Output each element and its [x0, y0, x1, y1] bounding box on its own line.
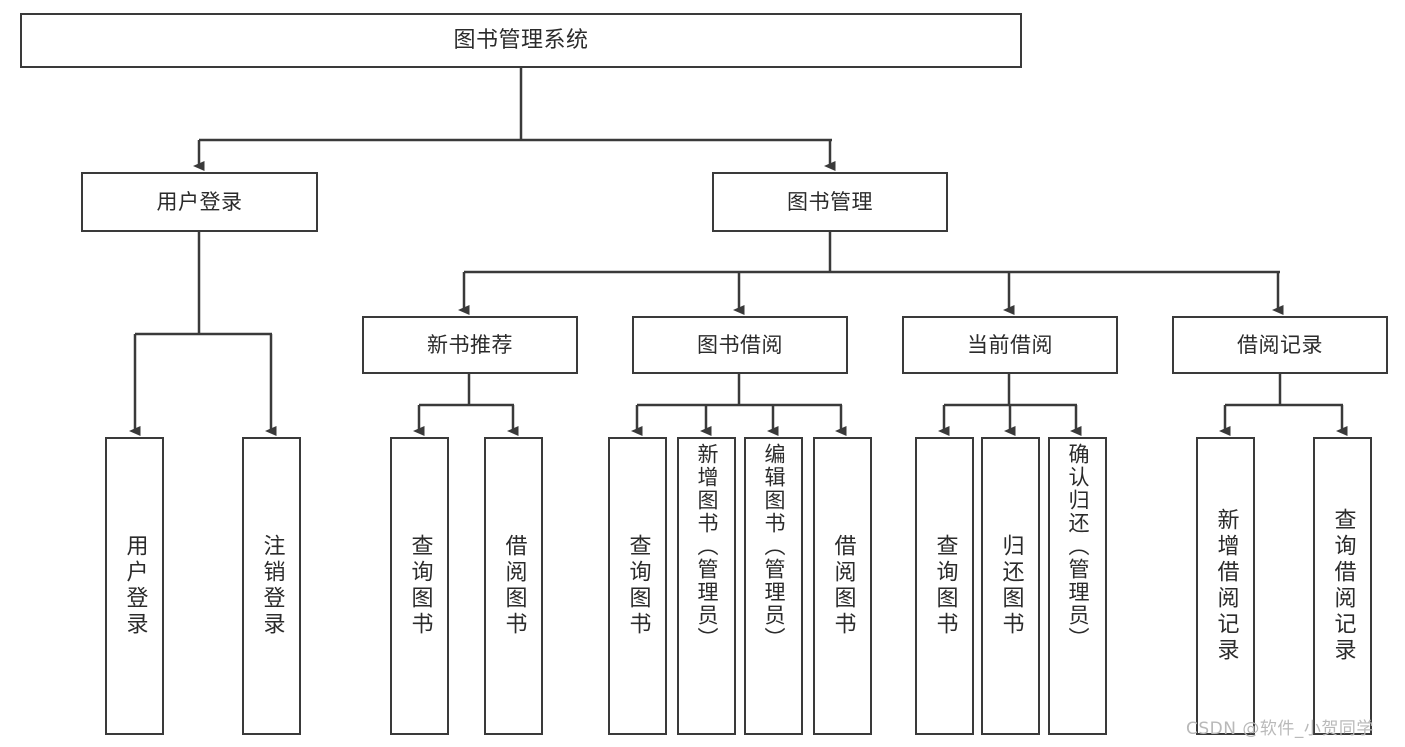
node-user-login[interactable]: 用户登录: [81, 172, 318, 232]
node-leaf-logout-label: 注销登录: [259, 534, 285, 638]
node-leaf-query-book-borrow[interactable]: 查询图书: [608, 437, 667, 735]
node-leaf-add-book-admin[interactable]: 新增图书（管理员）: [677, 437, 736, 735]
node-leaf-query-book-current-label: 查询图书: [932, 534, 958, 638]
node-leaf-add-book-admin-label: 新增图书（管理员）: [695, 443, 719, 650]
node-root-label: 图书管理系统: [453, 27, 589, 53]
node-leaf-confirm-return-admin-label: 确认归还（管理员）: [1066, 443, 1090, 650]
node-leaf-query-book-borrow-label: 查询图书: [625, 534, 651, 638]
node-book-management[interactable]: 图书管理: [712, 172, 948, 232]
node-leaf-query-borrow-record[interactable]: 查询借阅记录: [1313, 437, 1372, 735]
node-leaf-borrow-book-recommend[interactable]: 借阅图书: [484, 437, 543, 735]
node-new-book-recommend[interactable]: 新书推荐: [362, 316, 578, 374]
node-leaf-logout[interactable]: 注销登录: [242, 437, 301, 735]
node-leaf-add-borrow-record-label: 新增借阅记录: [1213, 508, 1239, 664]
node-book-borrow[interactable]: 图书借阅: [632, 316, 848, 374]
node-book-borrow-label: 图书借阅: [697, 332, 783, 357]
node-current-borrow[interactable]: 当前借阅: [902, 316, 1118, 374]
node-leaf-add-borrow-record[interactable]: 新增借阅记录: [1196, 437, 1255, 735]
node-new-book-recommend-label: 新书推荐: [427, 332, 513, 357]
node-leaf-return-book[interactable]: 归还图书: [981, 437, 1040, 735]
node-leaf-borrow-book[interactable]: 借阅图书: [813, 437, 872, 735]
node-leaf-user-login[interactable]: 用户登录: [105, 437, 164, 735]
node-root[interactable]: 图书管理系统: [20, 13, 1022, 68]
node-leaf-query-book-recommend-label: 查询图书: [407, 534, 433, 638]
node-leaf-return-book-label: 归还图书: [998, 534, 1024, 638]
node-leaf-borrow-book-label: 借阅图书: [830, 534, 856, 638]
node-leaf-user-login-label: 用户登录: [122, 534, 148, 638]
node-leaf-borrow-book-recommend-label: 借阅图书: [501, 534, 527, 638]
node-current-borrow-label: 当前借阅: [967, 332, 1053, 357]
watermark-text: CSDN @软件_小贺同学: [1186, 719, 1374, 739]
node-leaf-edit-book-admin-label: 编辑图书（管理员）: [762, 443, 786, 650]
node-leaf-query-borrow-record-label: 查询借阅记录: [1330, 508, 1356, 664]
node-leaf-confirm-return-admin[interactable]: 确认归还（管理员）: [1048, 437, 1107, 735]
node-book-management-label: 图书管理: [787, 189, 873, 214]
node-user-login-label: 用户登录: [156, 189, 243, 214]
node-borrow-records-label: 借阅记录: [1237, 332, 1323, 357]
node-borrow-records[interactable]: 借阅记录: [1172, 316, 1388, 374]
node-leaf-edit-book-admin[interactable]: 编辑图书（管理员）: [744, 437, 803, 735]
node-leaf-query-book-current[interactable]: 查询图书: [915, 437, 974, 735]
node-leaf-query-book-recommend[interactable]: 查询图书: [390, 437, 449, 735]
